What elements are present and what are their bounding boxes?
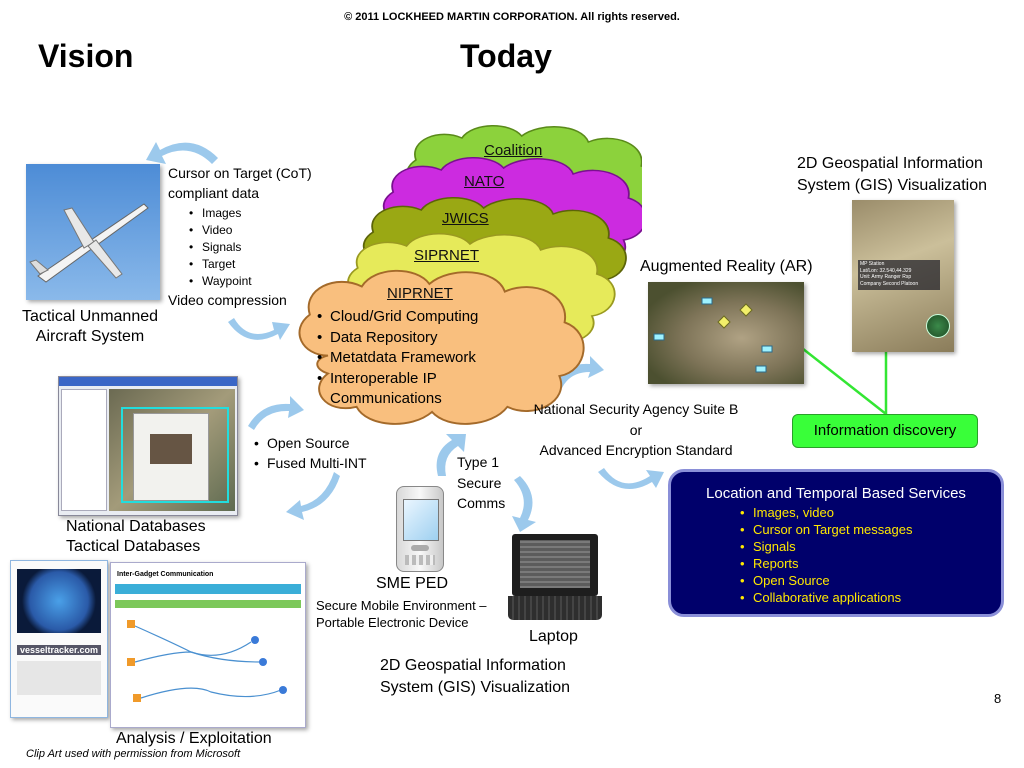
cot-item: Target bbox=[189, 256, 312, 273]
niprnet-item: Data Repository bbox=[317, 328, 478, 349]
page-number: 8 bbox=[994, 691, 1002, 706]
gis-top-label: 2D Geospatial Information System (GIS) V… bbox=[797, 155, 987, 194]
niprnet-item: Cloud/Grid Computing bbox=[317, 307, 478, 328]
niprnet-item-continued: Communications bbox=[330, 390, 442, 407]
services-item: Collaborative applications bbox=[740, 589, 1001, 606]
cloud-label-nato[interactable]: NATO bbox=[464, 173, 505, 190]
globe-image bbox=[17, 569, 101, 633]
vessel-tracker-logo: vesseltracker.com bbox=[17, 645, 101, 655]
arrow-uav-cloud bbox=[228, 318, 290, 340]
laptop-keyboard bbox=[508, 596, 602, 620]
sme-ped-description: Secure Mobile Environment – Portable Ele… bbox=[316, 598, 487, 630]
gis-station-popup: MP Station Lat/Lon: 32.540,44.329 Unit: … bbox=[858, 260, 940, 290]
niprnet-capabilities: Cloud/Grid Computing Data Repository Met… bbox=[310, 307, 478, 410]
cloud-label-siprnet[interactable]: SIPRNET bbox=[414, 247, 480, 264]
uav-label: Tactical Unmanned Aircraft System bbox=[21, 308, 159, 345]
uav-photo bbox=[26, 164, 160, 300]
gadget-flow-diagram bbox=[127, 620, 287, 702]
gis-radar-icon bbox=[926, 314, 950, 338]
uav-aircraft-icon bbox=[29, 203, 149, 283]
niprnet-item: Interoperable IP bbox=[317, 369, 478, 390]
sme-ped-label: SME PED bbox=[376, 575, 449, 592]
cot-item: Waypoint bbox=[189, 273, 312, 290]
cot-item: Video bbox=[189, 222, 312, 239]
cot-title-line1: Cursor on Target (CoT) bbox=[168, 165, 312, 181]
cot-data-block: Cursor on Target (CoT) compliant data Im… bbox=[168, 163, 312, 310]
nsa-encryption-text: National Security Agency Suite B or Adva… bbox=[533, 401, 739, 458]
cot-item: Signals bbox=[189, 239, 312, 256]
db-window-titlebar bbox=[59, 377, 237, 386]
sme-ped-phone-icon bbox=[396, 486, 444, 572]
today-title: Today bbox=[460, 38, 552, 74]
open-source-list: Open Source Fused Multi-INT bbox=[254, 433, 367, 473]
arrow-opensource-down bbox=[286, 472, 340, 520]
database-screenshot bbox=[58, 376, 238, 516]
copyright-notice: © 2011 LOCKHEED MARTIN CORPORATION. All … bbox=[344, 11, 680, 23]
db-tree-panel bbox=[61, 389, 107, 511]
cloud-label-niprnet[interactable]: NIPRNET bbox=[387, 285, 453, 302]
type1-secure-comms: Type 1 Secure Comms bbox=[457, 454, 506, 511]
analysis-globe-screenshot: vesseltracker.com bbox=[10, 560, 108, 718]
laptop-icon bbox=[508, 534, 602, 622]
arrow-type1-up bbox=[436, 434, 466, 476]
arrow-top-left bbox=[146, 142, 218, 164]
gadget-title: Inter-Gadget Communication bbox=[117, 571, 214, 578]
ar-markers bbox=[653, 297, 773, 373]
arrow-comms-down bbox=[512, 476, 536, 532]
cloud-label-jwics[interactable]: JWICS bbox=[442, 210, 489, 227]
analysis-gadget-screenshot: Inter-Gadget Communication bbox=[110, 562, 306, 728]
services-item: Signals bbox=[740, 538, 1001, 555]
ar-label: Augmented Reality (AR) bbox=[640, 258, 813, 275]
open-source-item: Open Source bbox=[254, 433, 367, 453]
db-selection-box bbox=[121, 407, 229, 503]
ar-image bbox=[648, 282, 804, 384]
information-discovery-box: Information discovery bbox=[792, 414, 978, 448]
gadget-tab-bar bbox=[115, 600, 301, 608]
phone-screen bbox=[403, 499, 439, 541]
laptop-lid bbox=[512, 534, 598, 596]
cloud-label-coalition[interactable]: Coalition bbox=[484, 142, 543, 159]
gis-map-image: MP Station Lat/Lon: 32.540,44.329 Unit: … bbox=[852, 200, 954, 352]
arrow-nsa-up bbox=[556, 356, 604, 388]
open-source-item: Fused Multi-INT bbox=[254, 453, 367, 473]
services-item: Reports bbox=[740, 555, 1001, 572]
niprnet-item: Metatdata Framework bbox=[317, 348, 478, 369]
gadget-toolbar bbox=[115, 584, 301, 594]
services-panel: Location and Temporal Based Services Ima… bbox=[668, 469, 1004, 617]
db-popup bbox=[133, 413, 209, 501]
gis-bottom-label: 2D Geospatial Information System (GIS) V… bbox=[380, 657, 570, 696]
analysis-label: Analysis / Exploitation bbox=[116, 730, 272, 747]
services-title: Location and Temporal Based Services bbox=[706, 485, 966, 502]
databases-label: National Databases Tactical Databases bbox=[66, 518, 206, 555]
laptop-label: Laptop bbox=[529, 628, 578, 645]
arrow-db-cloud bbox=[248, 396, 304, 430]
cot-item: Images bbox=[189, 205, 312, 222]
services-item: Open Source bbox=[740, 572, 1001, 589]
cot-title-line2: compliant data bbox=[168, 185, 260, 201]
arrow-aes-down bbox=[598, 468, 664, 490]
services-item: Images, video bbox=[740, 504, 1001, 521]
services-item: Cursor on Target messages bbox=[740, 521, 1001, 538]
vision-title: Vision bbox=[38, 38, 134, 74]
clip-art-credit: Clip Art used with permission from Micro… bbox=[26, 748, 241, 760]
video-compression-label: Video compression bbox=[168, 292, 287, 308]
